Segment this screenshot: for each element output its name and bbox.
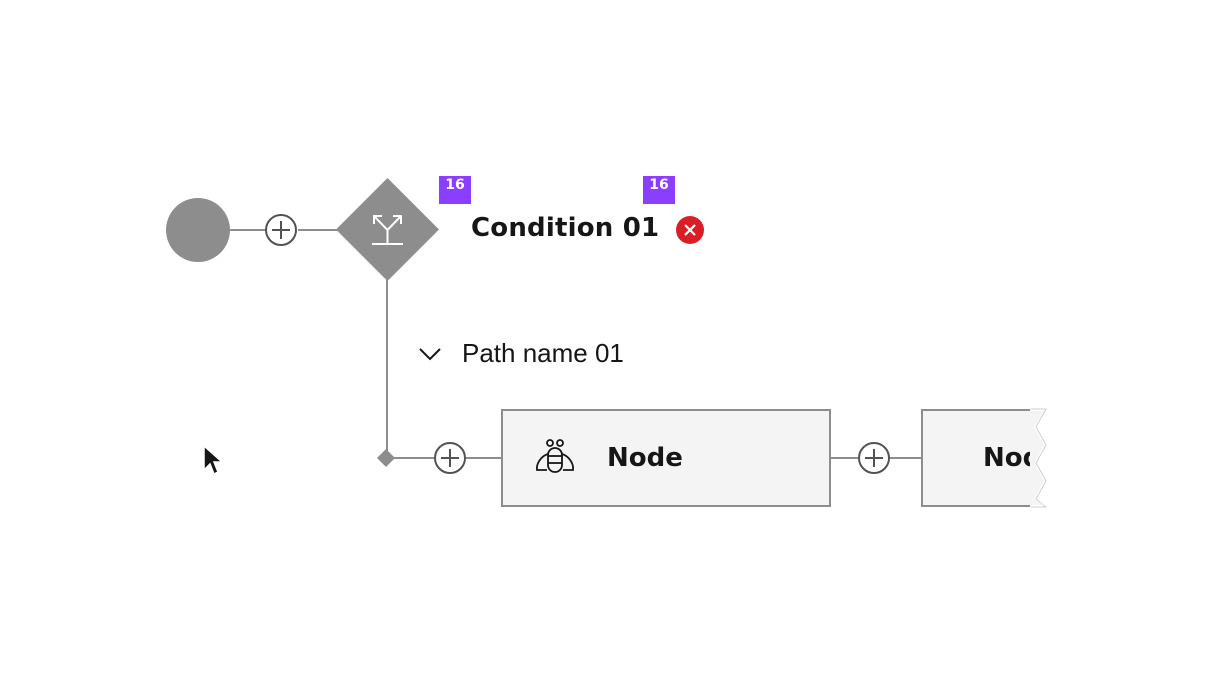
connector-decision-down (386, 280, 388, 452)
connector-add-to-next-node (890, 457, 922, 459)
add-step-button[interactable] (858, 442, 890, 474)
error-filled-icon[interactable] (676, 216, 704, 244)
path-toggle[interactable]: Path name 01 (414, 336, 624, 370)
condition-gateway[interactable] (336, 178, 439, 281)
condition-label: Condition 01 (471, 213, 660, 243)
torn-edge (1030, 407, 1050, 509)
node-label: Node (983, 443, 1039, 473)
connector-node-to-add (830, 457, 858, 459)
branch-icon (372, 215, 403, 245)
add-step-button[interactable] (265, 214, 297, 246)
start-event[interactable] (166, 198, 230, 262)
node-label: Node (607, 443, 683, 473)
path-name-label: Path name 01 (462, 337, 624, 368)
mouse-cursor-icon (203, 444, 224, 476)
node-card[interactable]: Node (921, 409, 1039, 507)
add-icon (858, 442, 890, 474)
connector-branch-to-add (394, 457, 434, 459)
bee-icon (535, 439, 575, 473)
add-icon (434, 442, 466, 474)
connector-add-to-node (466, 457, 502, 459)
spacing-badge: 16 (643, 176, 675, 204)
connector-add-to-decision (298, 229, 338, 231)
node-card[interactable]: Node (501, 409, 831, 507)
add-icon (265, 214, 297, 246)
connector-start-to-add (230, 229, 266, 231)
add-step-button[interactable] (434, 442, 466, 474)
spacing-badge: 16 (439, 176, 471, 204)
chevron-down-icon (419, 348, 441, 361)
branch-junction (377, 449, 395, 467)
